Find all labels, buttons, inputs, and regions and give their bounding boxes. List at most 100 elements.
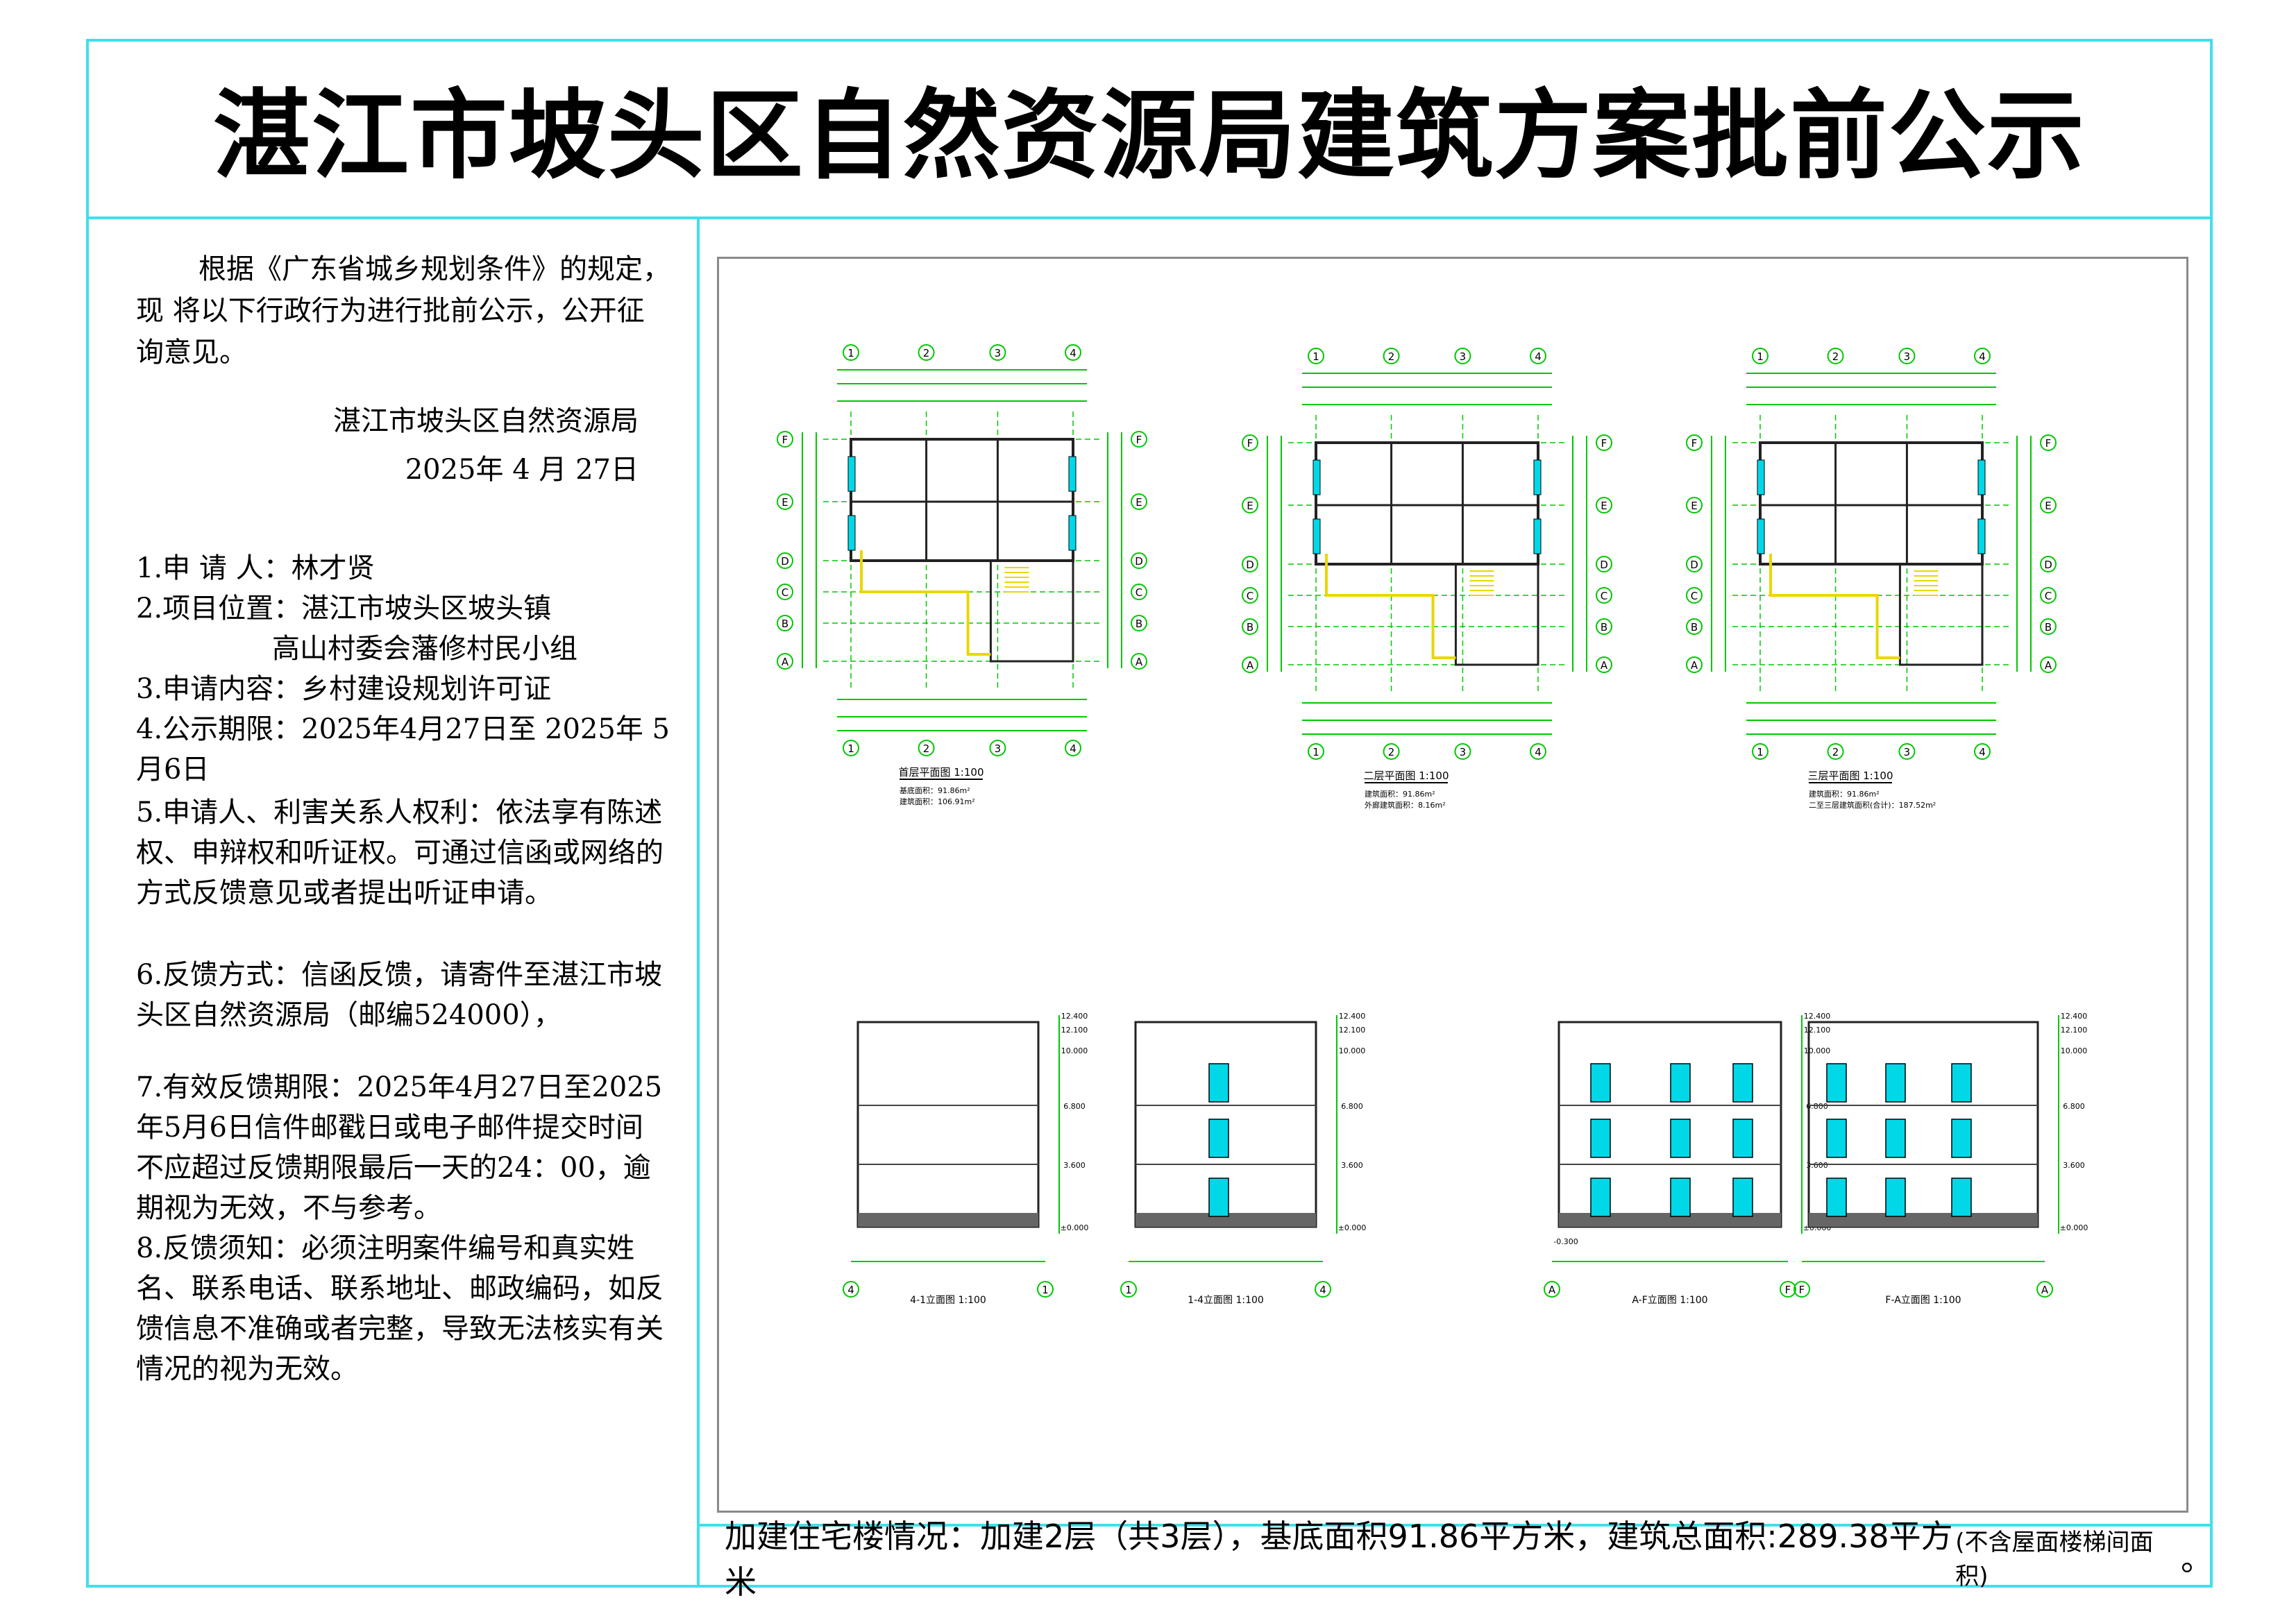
level-label: 3.600 <box>1063 1161 1086 1170</box>
level-label: 6.800 <box>1063 1102 1086 1111</box>
elevation-window <box>1826 1119 1847 1158</box>
level-label: 6.800 <box>1341 1102 1363 1111</box>
window-mark <box>1977 518 1986 554</box>
axis-bubble <box>1596 656 1612 673</box>
axis-bubble <box>1686 434 1703 451</box>
axis-bubble <box>1974 348 1991 364</box>
axis-bubble <box>1242 656 1258 673</box>
axis-bubble <box>1596 587 1612 604</box>
axis-bubble <box>2040 434 2057 451</box>
level-label: ±0.000 <box>1338 1223 1367 1232</box>
elevation-window <box>1885 1178 1906 1217</box>
axis-label: 2 <box>923 742 930 755</box>
axis-label: 2 <box>923 347 930 359</box>
axis-bubble <box>1827 348 1844 364</box>
axis-label: A <box>782 656 789 668</box>
axis-bubble <box>1242 497 1258 513</box>
axis-bubble <box>1530 743 1546 760</box>
outer-frame <box>86 39 2213 1588</box>
axis-label: C <box>782 586 788 599</box>
axis-label: 1 <box>1312 746 1319 758</box>
item-feedback-method: 6.反馈方式：信函反馈，请寄件至湛江市坡头区自然资源局（邮编524000）， <box>136 959 663 1031</box>
elevation-window <box>1590 1063 1611 1103</box>
level-label: ±0.000 <box>2060 1223 2088 1232</box>
level-label: 12.100 <box>1804 1026 1831 1035</box>
axis-label: C <box>2045 590 2052 602</box>
window-mark <box>1068 515 1077 551</box>
axis-label: C <box>1247 590 1253 602</box>
axis-label: 2 <box>1832 350 1839 363</box>
axis-label: F <box>2045 437 2052 450</box>
axis-bubble <box>989 344 1006 361</box>
axis-label: F <box>782 434 788 446</box>
axis-bubble <box>1596 618 1612 635</box>
axis-bubble <box>1898 348 1916 364</box>
axis-label: 3 <box>1460 746 1467 758</box>
axis-bubble <box>1780 1281 1796 1298</box>
level-label: 12.400 <box>2061 1012 2088 1021</box>
axis-bubble <box>1131 584 1147 600</box>
footer-main: 加建住宅楼情况：加建2层（共3层），基底面积91.86平方米，建筑总面积:289… <box>725 1518 1953 1601</box>
axis-label: 1 <box>1757 746 1764 758</box>
axis-label: B <box>1247 621 1253 634</box>
axis-bubble <box>1383 743 1400 760</box>
axis-bubble <box>1686 587 1703 604</box>
footer-summary: 加建住宅楼情况：加建2层（共3层），基底面积91.86平方米，建筑总面积:289… <box>700 1518 2213 1601</box>
elevation-window <box>1208 1119 1229 1158</box>
axis-label: F <box>1136 434 1142 446</box>
axis-bubble <box>1974 743 1991 760</box>
axis-bubble <box>2036 1281 2053 1298</box>
axis-label: E <box>2045 500 2051 512</box>
axis-bubble <box>1686 656 1703 673</box>
level-label: 12.100 <box>1339 1026 1366 1035</box>
window-mark <box>1533 518 1542 554</box>
title-row: 湛江市坡头区自然资源局建筑方案批前公示 <box>86 39 2213 219</box>
plan-note: 建筑面积：91.86m² <box>1365 789 1435 799</box>
plan-note: 基底面积：91.86m² <box>900 785 970 795</box>
axis-bubble <box>1752 348 1769 364</box>
axis-label: 2 <box>1388 350 1395 363</box>
plan-note: 建筑面积：106.91m² <box>900 797 975 806</box>
axis-label: D <box>1690 559 1698 571</box>
window-mark <box>847 515 856 551</box>
axis-label: F <box>1785 1284 1791 1296</box>
axis-label: D <box>781 555 789 568</box>
level-label: 12.400 <box>1061 1012 1088 1021</box>
axis-label: A <box>2041 1284 2049 1296</box>
axis-label: 1 <box>1125 1284 1132 1296</box>
axis-label: 1 <box>847 347 854 359</box>
stair-wall <box>1454 563 1539 666</box>
window-mark <box>1533 459 1542 495</box>
level-label: 12.400 <box>1339 1012 1366 1021</box>
axis-bubble <box>2040 656 2057 673</box>
axis-bubble <box>2040 618 2057 635</box>
axis-bubble <box>1544 1281 1560 1298</box>
axis-label: E <box>1691 500 1697 512</box>
axis-label: A <box>1601 659 1608 672</box>
window-mark <box>1312 518 1321 554</box>
axis-bubble <box>777 653 793 670</box>
axis-label: 4 <box>1535 350 1542 363</box>
axis-bubble <box>843 740 859 756</box>
item-feedback-deadline: 7.有效反馈期限：2025年4月27日至2025年5月6日信件邮戳日或电子邮件提… <box>136 1071 663 1224</box>
axis-label: C <box>1691 590 1698 602</box>
axis-bubble <box>1454 348 1471 364</box>
plinth <box>1809 1213 2038 1227</box>
item-rights: 5.申请人、利害关系人权利：依法享有陈述权、申辩权和听证权。可通过信函或网络的方… <box>136 797 664 909</box>
window-mark <box>1068 456 1077 492</box>
window-mark <box>1312 459 1321 495</box>
elevation-window <box>1951 1119 1972 1158</box>
axis-bubble <box>1131 615 1147 631</box>
notice-date: 2025年 4 月 27日 <box>405 454 639 486</box>
level-label: 10.000 <box>1804 1046 1831 1055</box>
plan-title: 三层平面图 1:100 <box>1808 770 1893 782</box>
level-label: 10.000 <box>1061 1046 1088 1055</box>
elevation-title: 1-4立面图 1:100 <box>1188 1295 1264 1306</box>
window-mark <box>847 456 856 492</box>
item-applicant: 1.申 请 人：林才贤 <box>136 552 375 584</box>
axis-bubble <box>1530 348 1546 364</box>
plan-note: 建筑面积：91.86m² <box>1809 789 1880 799</box>
page-title: 湛江市坡头区自然资源局建筑方案批前公示 <box>212 80 2086 193</box>
window-mark <box>1757 459 1765 495</box>
axis-bubble <box>1131 431 1147 448</box>
